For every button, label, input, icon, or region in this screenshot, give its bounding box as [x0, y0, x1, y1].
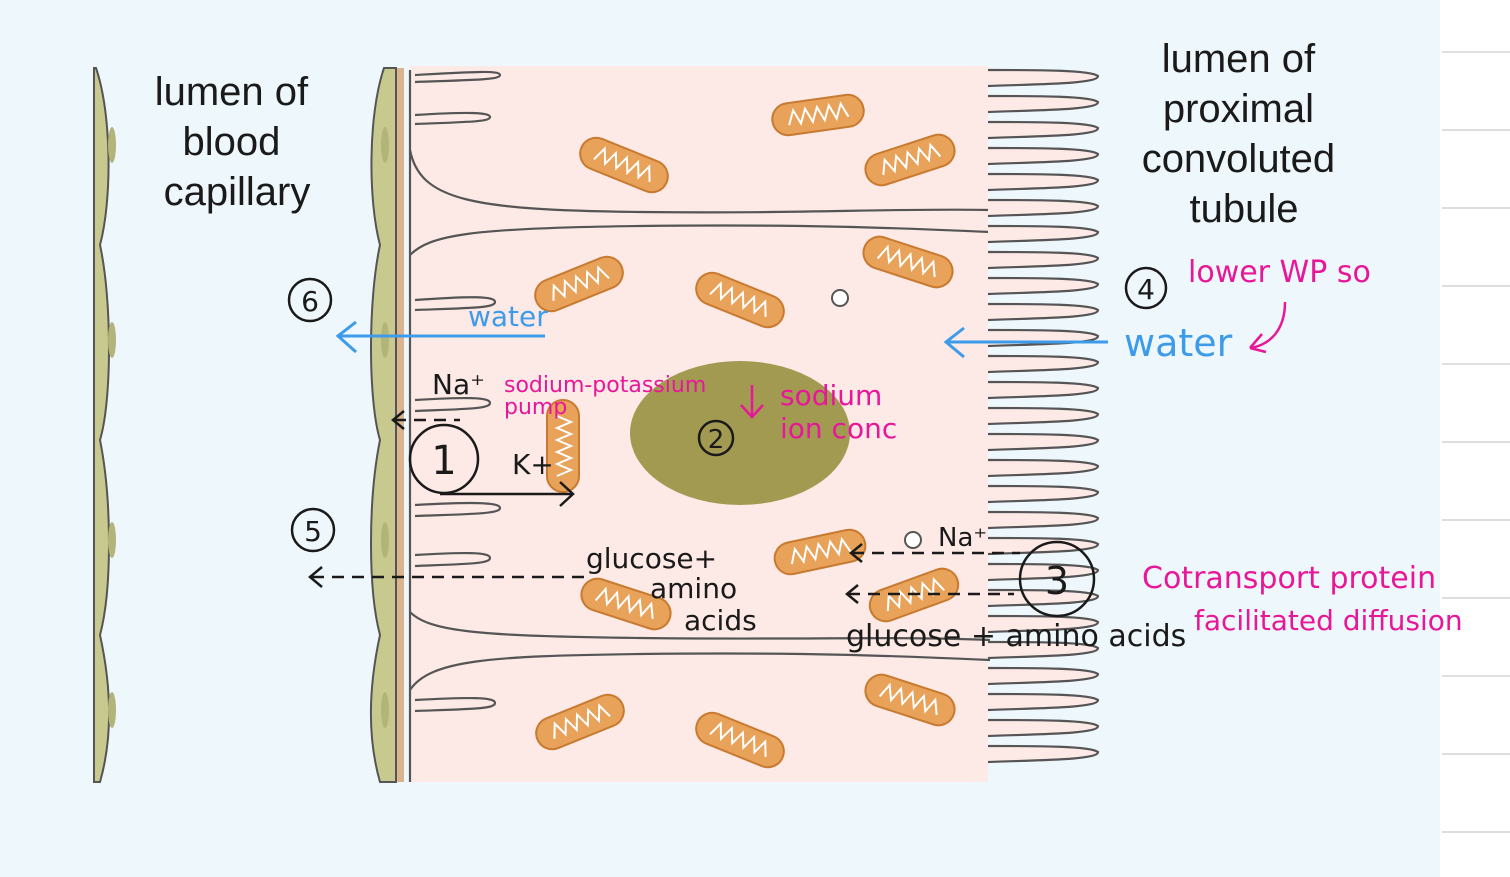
svg-text:1: 1: [431, 438, 456, 484]
na-left-label: Na⁺: [432, 368, 485, 401]
mitochondrion: [773, 528, 867, 576]
mitochondrion: [695, 271, 785, 329]
step-4-marker: 4: [1124, 266, 1168, 310]
mitochondrion: [534, 255, 624, 313]
cotransport-label: Cotransport protein: [1142, 561, 1436, 596]
glucose-left-label: glucose+ amino acids: [586, 542, 757, 637]
mitochondrion: [535, 693, 625, 751]
water-right-label: water: [1124, 321, 1233, 365]
vesicle: [831, 289, 849, 307]
water-arrow-left: [335, 320, 545, 354]
mitochondrion: [579, 136, 669, 194]
na-right-label: Na⁺: [938, 523, 987, 553]
lower-wp-label: lower WP so: [1188, 255, 1371, 290]
mitochondria: [534, 93, 960, 769]
na-cotransport-arrow: [849, 543, 1020, 563]
k-label: K+: [512, 448, 554, 481]
notebook-rule-lines: [1442, 51, 1510, 833]
notebook-margin: [1440, 0, 1510, 877]
step-5-marker: 5: [290, 507, 336, 553]
k-influx-arrow: [440, 481, 575, 507]
capillary-endothelium-left: [93, 67, 116, 783]
mitochondrion: [546, 399, 580, 493]
mitochondrion: [771, 93, 865, 137]
glucose-cotransport-arrow: [845, 584, 1014, 604]
glucose-right-label: glucose + amino acids: [846, 619, 1186, 654]
na-efflux-arrow: [391, 410, 460, 430]
svg-text:6: 6: [301, 285, 319, 318]
mitochondrion: [864, 133, 956, 187]
svg-text:2: 2: [708, 425, 725, 455]
glucose-exit-arrow: [308, 566, 584, 588]
step-6-marker: 6: [287, 277, 333, 323]
svg-text:4: 4: [1137, 273, 1155, 306]
sodium-conc-label: sodium ion conc: [780, 379, 897, 445]
nucleus: [630, 361, 850, 505]
capillary-lumen-label: lumen of blood capillary: [155, 70, 320, 214]
step-2-marker: 2: [697, 419, 735, 457]
sodium-decrease-arrow: [740, 385, 764, 419]
water-left-label: water: [468, 300, 548, 333]
svg-text:5: 5: [304, 515, 322, 548]
facilitated-label: facilitated diffusion: [1194, 604, 1463, 637]
vesicle: [904, 531, 922, 549]
pump-label: sodium-potassium pump: [504, 373, 713, 420]
water-arrow-right: [943, 326, 1108, 359]
mitochondrion: [580, 577, 672, 631]
lower-wp-arrow: [1249, 301, 1287, 354]
mitochondrion: [695, 711, 785, 769]
svg-text:3: 3: [1045, 559, 1069, 603]
mitochondrion: [862, 235, 954, 289]
step-3-marker: 3: [1018, 540, 1096, 618]
tubule-lumen-label: lumen of proximal convoluted tubule: [1142, 37, 1347, 231]
mitochondrion: [864, 673, 956, 727]
